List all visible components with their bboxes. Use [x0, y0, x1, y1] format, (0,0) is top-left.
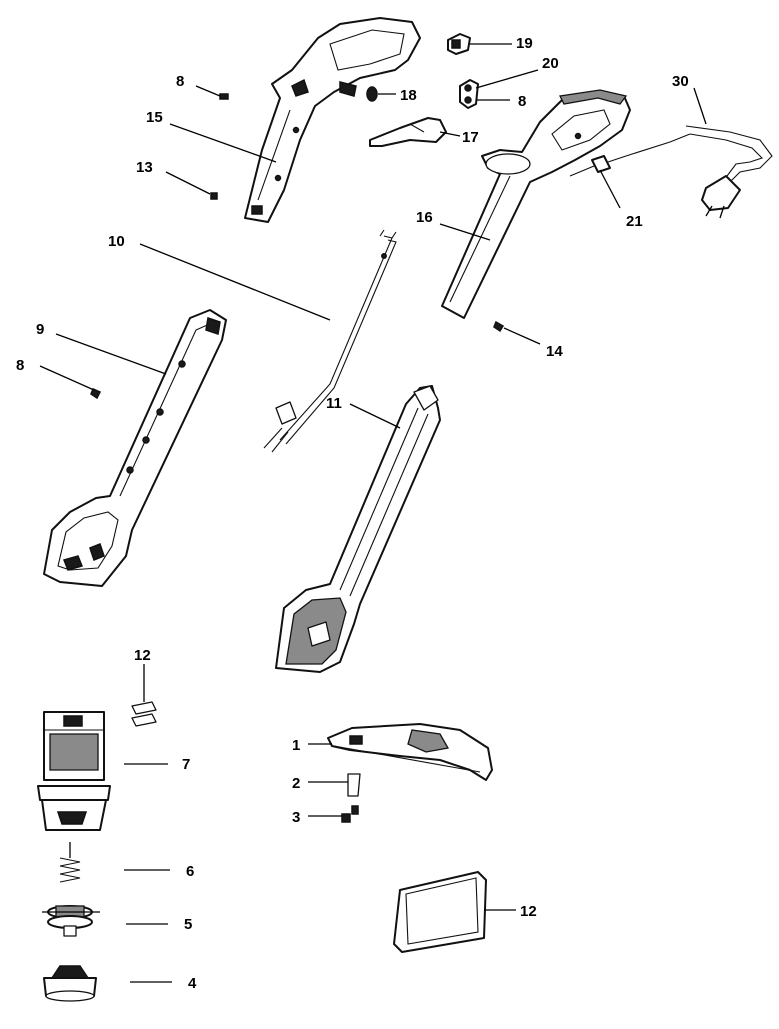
part-21-carbon-brushes: [131, 701, 157, 727]
callout-2: 2: [292, 775, 300, 792]
leader-lines: [39, 43, 707, 983]
part-16-spring: [366, 86, 378, 102]
callout-12-top: 13: [136, 159, 153, 176]
callout-16: 18: [400, 87, 417, 104]
callout-21: 12: [134, 647, 151, 664]
callout-13: 15: [146, 109, 163, 126]
callout-20: 30: [672, 73, 689, 90]
callout-1: 1: [292, 737, 300, 754]
part-20-power-cord: [625, 125, 773, 219]
part-4-spool-cover: [43, 965, 97, 1002]
part-14-upper-handle: [441, 89, 631, 319]
part-19-strain-relief: [569, 155, 627, 177]
part-5-spool: [42, 905, 100, 937]
callout-14: 16: [416, 209, 433, 226]
callout-19: 21: [626, 213, 643, 230]
part-6-spring: [59, 842, 81, 883]
callout-11: 11: [326, 395, 342, 412]
part-3-screws: [341, 805, 359, 823]
part-8-screw-left: [90, 388, 102, 400]
part-18-switch-clamp: [459, 79, 479, 109]
part-8-screw-top: [219, 93, 229, 100]
part-10-wire-harness: [263, 229, 397, 453]
callout-8-top: 8: [176, 73, 184, 90]
callout-15: 17: [462, 129, 479, 146]
callout-8-left: 8: [16, 357, 24, 374]
part-30-label: [393, 871, 487, 953]
callout-labels: 19 20 8 18 17 8 15 13 30 21 16 14 10 9 8…: [16, 35, 689, 992]
callout-6: 6: [186, 863, 194, 880]
callout-9: 9: [36, 321, 44, 338]
callout-12-right: 14: [546, 343, 563, 360]
part-1-guard: [327, 723, 493, 781]
callout-10: 10: [108, 233, 125, 250]
part-12-screw-right: [493, 320, 505, 333]
part-12-screw-top: [210, 192, 218, 200]
callout-17: 19: [516, 35, 533, 52]
part-7-motor: [37, 711, 111, 831]
part-9-housing-half-left: [43, 309, 227, 587]
callout-5: 5: [184, 916, 192, 933]
callout-4: 4: [188, 975, 197, 992]
part-15-trigger: [369, 117, 447, 147]
callout-7: 7: [182, 756, 190, 773]
callout-3: 3: [292, 809, 300, 826]
part-11-tube-housing: [275, 385, 441, 673]
part-13-upper-handle-half: [244, 17, 421, 223]
callout-30: 12: [520, 903, 537, 920]
callout-18: 20: [542, 55, 559, 72]
part-17-switch-button: [447, 33, 471, 55]
callout-8-right: 8: [518, 93, 526, 110]
part-2-line-cutter: [347, 773, 361, 797]
